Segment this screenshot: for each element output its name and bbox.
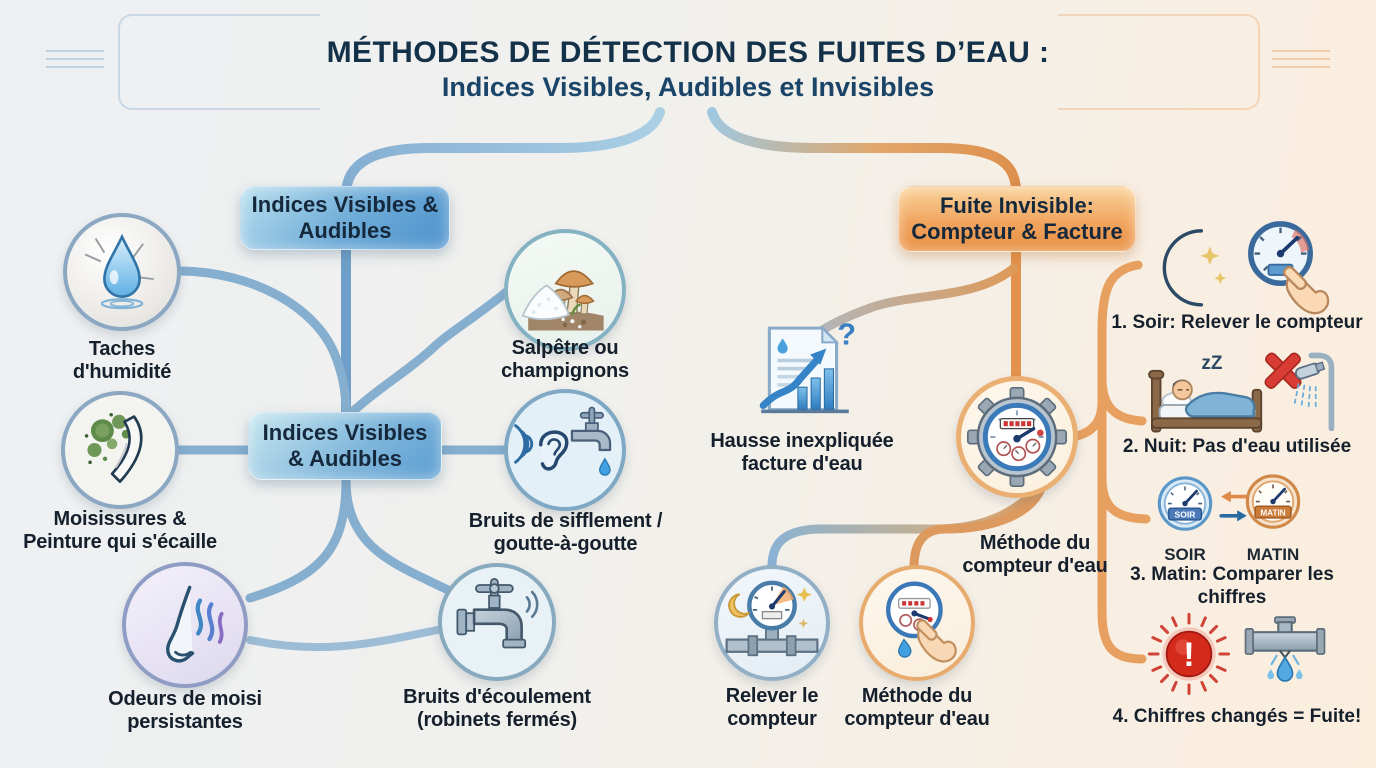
step3-text: 3. Matin: Comparer les chiffres: [1130, 564, 1334, 608]
taches-humidite-label: Taches d'humidité: [72, 338, 172, 383]
step2-no-icon-wrap: [1258, 346, 1308, 396]
saltpeter-mushrooms-icon: [521, 270, 604, 331]
step4-pipe-leak-icon-wrap: [1243, 616, 1327, 698]
mold-peeling-paint-icon: [84, 413, 143, 483]
methode-compteur-node: [859, 565, 975, 681]
bruits-ecoulement-node: [438, 563, 556, 681]
zz-glyph: zZ: [1201, 353, 1223, 374]
page-title-line1: MÉTHODES DE DÉTECTION DES FUITES D’EAU :: [326, 36, 1050, 69]
relever-compteur-node: [714, 565, 830, 681]
node-indices-visibles-audibles-top: Indices Visibles & Audibles: [240, 186, 450, 250]
facture-bill-icon-wrap: ?: [745, 320, 865, 432]
matin-badge-text: MATIN: [1260, 509, 1285, 518]
question-mark-glyph: ?: [837, 320, 856, 351]
bruits-sifflement-node: [504, 389, 626, 511]
relever-compteur-label: Relever le compteur: [725, 685, 819, 730]
meter-matin-icon: MATIN: [1245, 474, 1301, 529]
title-decoration-left: [118, 14, 320, 110]
step3-soir-meter-icon-wrap: SOIR: [1152, 474, 1218, 544]
hausse-facture-label: Hausse inexpliquée facture d'eau: [710, 430, 894, 475]
page-title-line2: Indices Visibles, Audibles et Invisibles: [441, 72, 935, 102]
salpetre-label: Salpêtre ou champignons: [501, 337, 629, 382]
bruits-ecoulement-label: Bruits d'écoulement (robinets fermés): [403, 686, 591, 731]
red-x-icon: [1264, 352, 1302, 389]
step1-moon-icon-wrap: [1148, 222, 1234, 312]
compteur-central-node: [956, 376, 1078, 498]
methode-compteur-label: Méthode du compteur d'eau: [844, 685, 990, 730]
sleeping-person-bed-icon: zZ: [1148, 353, 1263, 433]
step4-text: 4. Chiffres changés = Fuite!: [1112, 706, 1362, 727]
water-drop-icon: [84, 233, 154, 310]
taches-humidite-node: [63, 213, 181, 331]
node-indices-visibles-audibles-mid: Indices Visibles & Audibles: [248, 412, 442, 480]
nose-smell-icon: [166, 585, 224, 663]
step2-bed-icon-wrap: zZ: [1146, 348, 1270, 443]
salpetre-champignons-node: [504, 229, 626, 351]
step1-text: 1. Soir: Relever le compteur: [1111, 312, 1363, 333]
matin-caption: MATIN: [1246, 545, 1300, 564]
night-meter-on-pipe-icon: [725, 580, 819, 657]
odeurs-label: Odeurs de moisi persistantes: [108, 688, 262, 733]
gauge-finger-icon: [1248, 221, 1330, 315]
closed-faucet-sound-icon: [456, 578, 539, 649]
meter-finger-drop-icon: [886, 581, 957, 663]
leaking-pipe-icon: [1244, 616, 1326, 682]
moisissures-node: [61, 391, 179, 509]
odeurs-node: [122, 562, 248, 688]
bruits-sifflement-label: Bruits de sifflement / goutte-à-goutte: [468, 510, 663, 555]
ear-dripping-faucet-icon: [514, 406, 612, 476]
step1-gauge-finger-icon-wrap: [1236, 210, 1338, 325]
moon-icon: [1162, 229, 1227, 307]
step3-compare-arrows-icon: [1218, 488, 1250, 526]
compare-arrows-icon: [1219, 491, 1249, 522]
water-meter-icon: [967, 387, 1067, 487]
exclamation-glyph: !: [1183, 636, 1194, 674]
alert-exclamation-icon: !: [1147, 612, 1231, 696]
shower-icon: [1293, 352, 1335, 432]
methode-compteur-central-label: Méthode du compteur d'eau: [962, 532, 1108, 577]
title-dash-right: [1272, 50, 1330, 70]
soir-caption: SOIR: [1164, 545, 1206, 564]
soir-badge-text: SOIR: [1175, 510, 1196, 520]
node-fuite-invisible: Fuite Invisible: Compteur & Facture: [898, 186, 1136, 252]
step2-text: 2. Nuit: Pas d'eau utilisée: [1122, 436, 1352, 457]
step2-shower-icon-wrap: [1290, 338, 1340, 443]
meter-soir-icon: SOIR: [1157, 476, 1213, 531]
step4-alert-icon-wrap: !: [1146, 610, 1232, 698]
title-dash-left: [46, 50, 104, 70]
step3-matin-meter-icon-wrap: MATIN: [1240, 472, 1306, 542]
bill-rising-chart-icon: ?: [759, 320, 856, 414]
title-decoration-right: [1058, 14, 1260, 110]
moisissures-label: Moisissures & Peinture qui s'écaille: [23, 508, 217, 553]
